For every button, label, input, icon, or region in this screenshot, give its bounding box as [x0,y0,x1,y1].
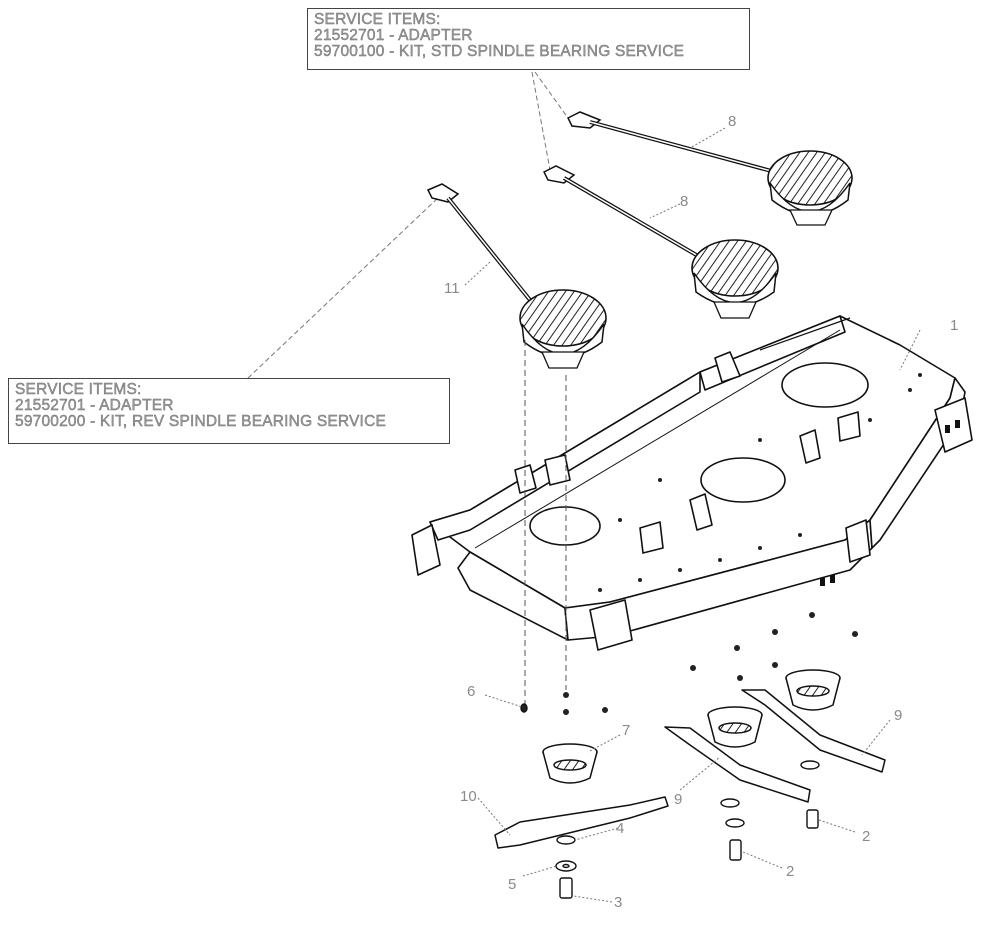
callout-9b: 9 [674,791,682,808]
service-items-box-standard: SERVICE ITEMS: 21552701 - ADAPTER 597001… [307,8,750,70]
service-item-adapter: 21552701 - ADAPTER [15,397,174,414]
service-item-adapter: 21552701 - ADAPTER [314,27,473,44]
callout-2a: 2 [862,828,870,845]
callout-leaders [464,127,921,903]
service-heading: SERVICE ITEMS: [314,11,441,28]
service-heading: SERVICE ITEMS: [15,381,142,398]
spindle-assembly-8-upper [566,111,853,226]
callout-5: 5 [508,876,516,893]
callout-1: 1 [950,317,958,334]
spindle-assembly-11 [426,183,607,369]
mower-blades [494,689,886,849]
callout-9a: 9 [894,707,902,724]
callout-3: 3 [614,894,622,911]
fasteners [520,612,858,899]
service-leader-lines [247,71,569,379]
callout-labels: 1 8 8 11 6 7 9 9 10 4 5 3 2 2 [444,113,958,911]
spindle-assembly-8-lower [542,165,779,319]
callout-7: 7 [622,722,630,739]
callout-11: 11 [444,280,460,297]
blade-adapter-cups [542,669,841,784]
callout-2b: 2 [786,863,794,880]
callout-10: 10 [460,788,477,805]
callout-8a: 8 [728,113,736,130]
assembly-center-lines [524,340,567,705]
callout-8b: 8 [680,193,688,210]
service-item-kit: 59700100 - KIT, STD SPINDLE BEARING SERV… [314,43,685,60]
mower-deck [411,315,973,651]
callout-6: 6 [467,683,475,700]
callout-4: 4 [616,820,624,837]
service-items-box-reverse: SERVICE ITEMS: 21552701 - ADAPTER 597002… [8,378,450,444]
service-item-kit: 59700200 - KIT, REV SPINDLE BEARING SERV… [15,413,386,430]
